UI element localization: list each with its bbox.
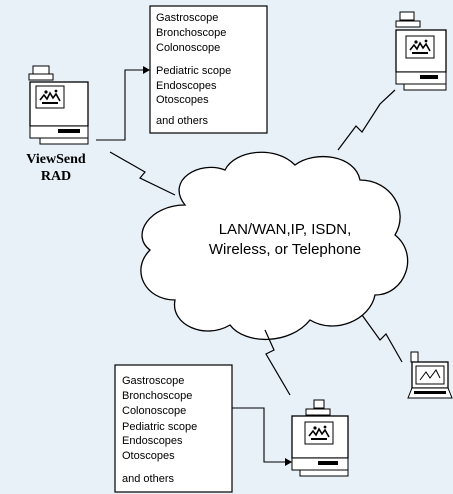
network-label-line1: LAN/WAN,IP, ISDN, <box>219 221 352 238</box>
scope-list-top-item: Gastroscope <box>156 12 218 24</box>
scope-list-bottom-item: Colonoscope <box>122 405 186 417</box>
scope-list-top-item: Pediatric scope <box>156 65 231 77</box>
scope-list-top-footer: and others <box>156 115 208 127</box>
link-cloud-to-topright <box>337 89 396 151</box>
workstation-bottom <box>291 399 349 477</box>
network-cloud <box>140 151 409 341</box>
arrow-head <box>285 458 292 466</box>
scope-list-top-item: Colonoscope <box>156 42 220 54</box>
scope-list-bottom: Gastroscope Bronchoscope Colonoscope Ped… <box>114 364 233 493</box>
arrow-head <box>143 66 150 74</box>
scope-list-top-item: Otoscopes <box>156 94 209 106</box>
connector-bottom-list-to-workstation <box>232 407 292 463</box>
workstation-top-right <box>395 11 447 91</box>
link-cloud-to-bottom-workstation <box>264 329 291 396</box>
laptop <box>407 351 453 399</box>
viewsend-label-line2: RAD <box>41 169 71 184</box>
connector-top-list-to-viewsend <box>96 69 150 141</box>
link-cloud-to-laptop <box>361 314 403 363</box>
scope-list-bottom-footer: and others <box>122 473 174 485</box>
scope-list-bottom-item: Otoscopes <box>122 450 175 462</box>
scope-list-top-item: Endoscopes <box>156 80 217 92</box>
scope-list-bottom-item: Bronchoscope <box>122 390 192 402</box>
scope-list-top: Gastroscope Bronchoscope Colonoscope Ped… <box>149 5 268 134</box>
link-viewsend-to-cloud <box>109 151 176 196</box>
scope-list-bottom-item: Gastroscope <box>122 375 184 387</box>
scope-list-bottom-item: Endoscopes <box>122 435 183 447</box>
network-label-line2: Wireless, or Telephone <box>209 241 361 258</box>
scope-list-bottom-item: Pediatric scope <box>122 421 197 433</box>
scope-list-top-item: Bronchoscope <box>156 27 226 39</box>
viewsend-label-line1: ViewSend <box>26 152 86 167</box>
viewsend-workstation <box>28 65 89 145</box>
